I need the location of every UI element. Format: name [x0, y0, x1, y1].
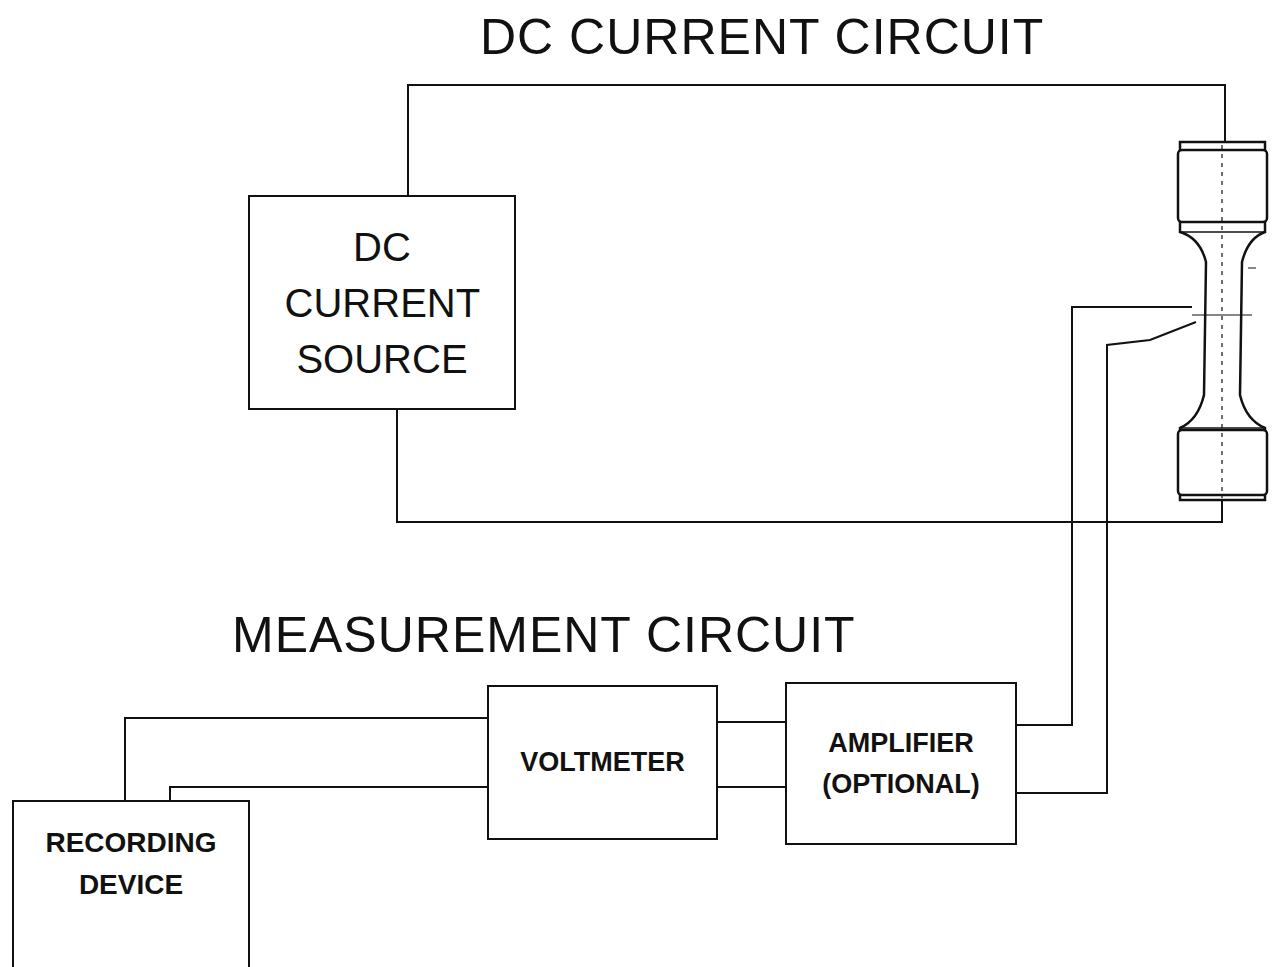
circuit-heading: DC CURRENT CIRCUIT: [480, 8, 1044, 66]
signal-wire: [718, 786, 785, 788]
signal-wire: [718, 721, 785, 723]
signal-wire: [170, 787, 487, 800]
source-box: DC CURRENT SOURCE: [248, 195, 516, 410]
box-label: DC CURRENT SOURCE: [285, 219, 480, 387]
circuit-heading: MEASUREMENT CIRCUIT: [232, 606, 856, 664]
box-label: VOLTMETER: [520, 746, 685, 778]
amplifier-box: AMPLIFIER (OPTIONAL): [785, 682, 1017, 845]
current-wire: [397, 410, 1222, 522]
probe-lead: [1017, 322, 1196, 793]
probe-lead: [1017, 307, 1192, 725]
voltmeter-box: VOLTMETER: [487, 685, 718, 840]
current-wire: [408, 85, 1225, 195]
box-label: AMPLIFIER (OPTIONAL): [822, 723, 979, 804]
specimen: [1178, 142, 1267, 500]
recorder-box: RECORDING DEVICE: [12, 800, 250, 967]
signal-wire: [125, 718, 487, 800]
box-label: RECORDING DEVICE: [45, 822, 216, 906]
